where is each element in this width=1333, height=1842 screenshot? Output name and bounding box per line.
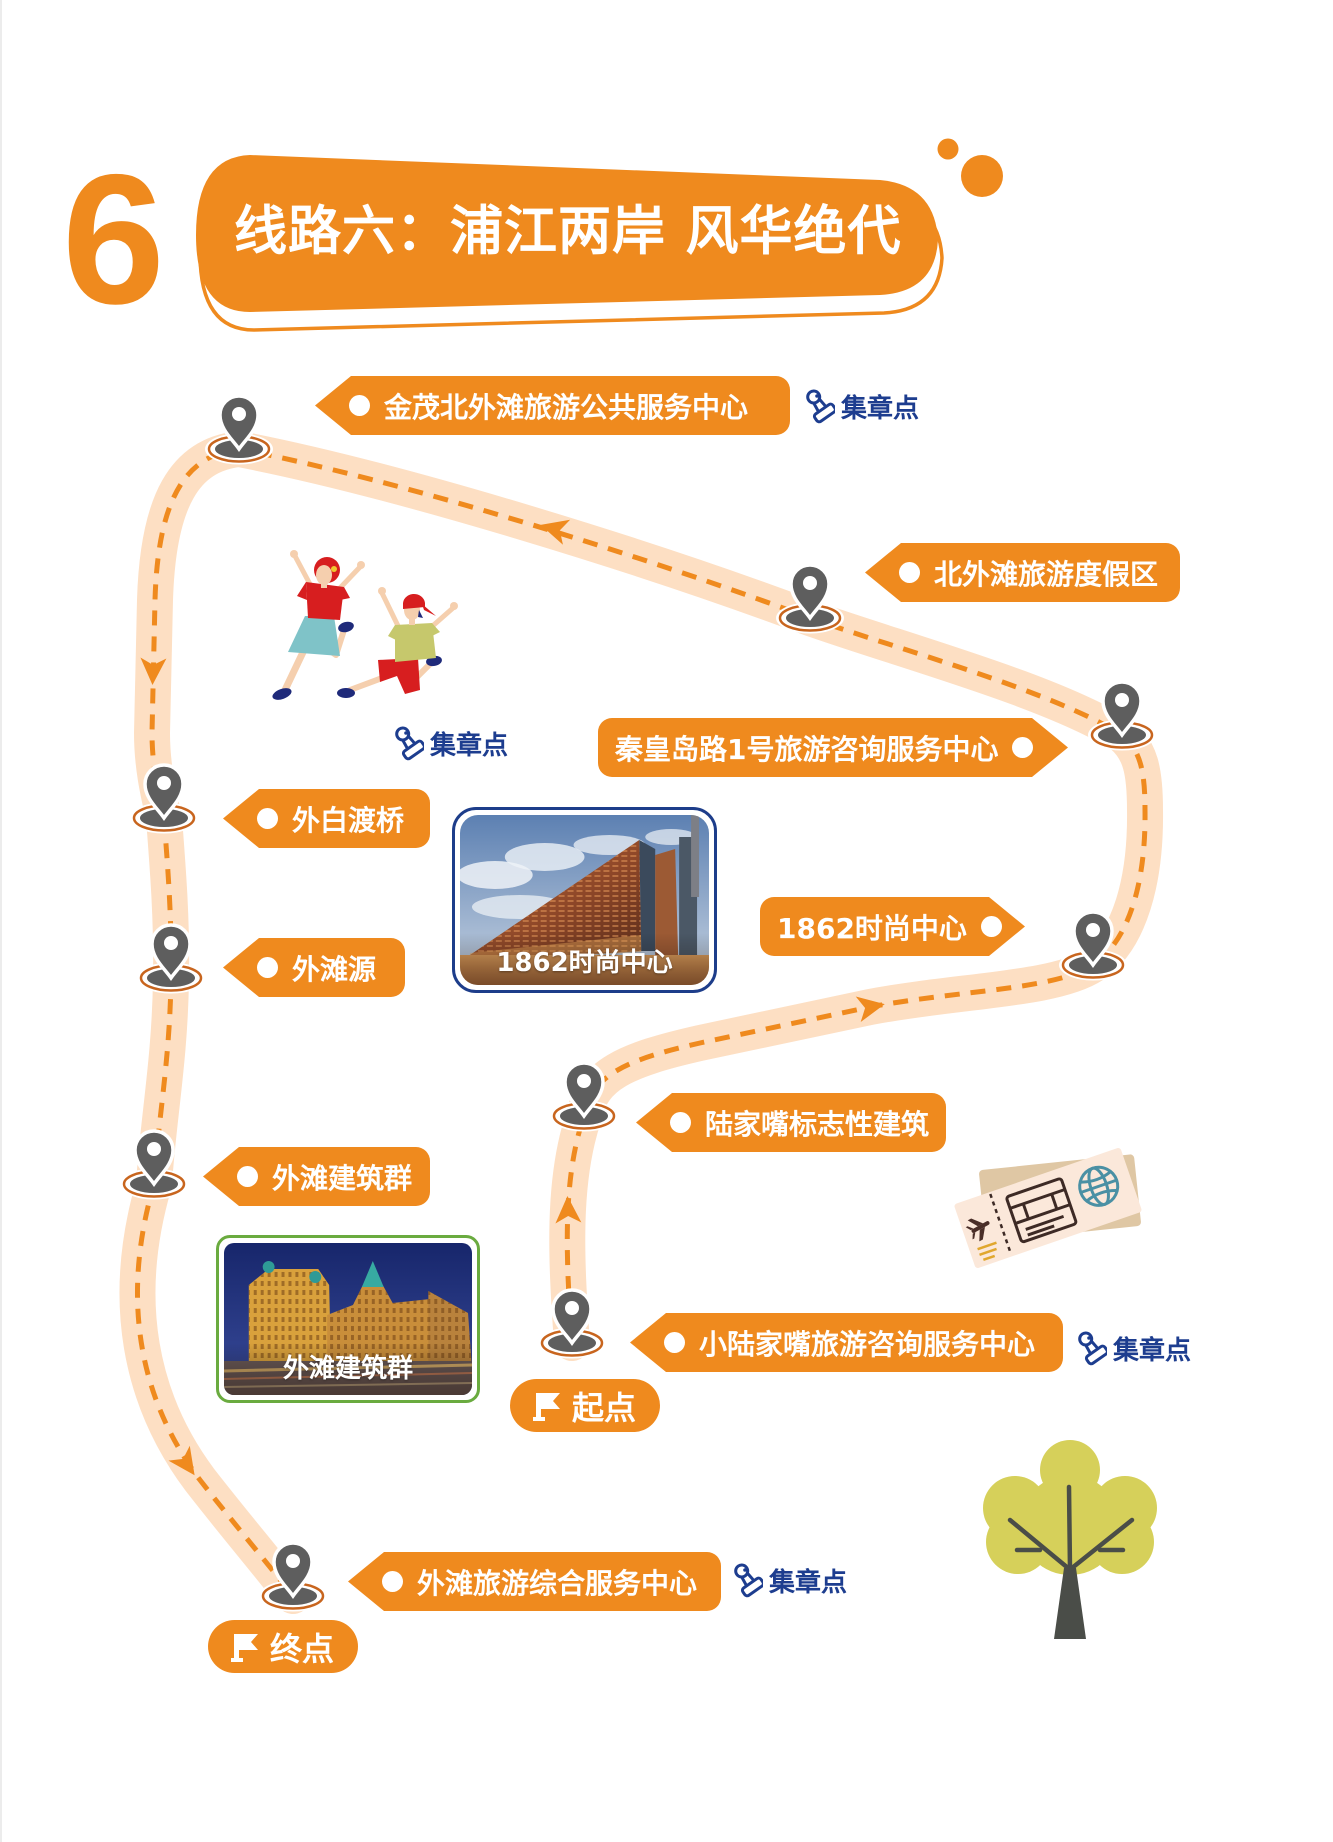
stop-name: 1862时尚中心 (777, 911, 967, 945)
stop-name: 秦皇岛路1号旅游咨询服务中心 (615, 732, 999, 766)
stamp-icon (395, 726, 424, 761)
stop-name: 外滩建筑群 (272, 1161, 413, 1195)
stop-label-beiwaitan: 北外滩旅游度假区 (865, 543, 1180, 602)
stamp-point-badge: 集章点 (394, 722, 508, 764)
plane-ticket-illustration (954, 1148, 1142, 1268)
bullet-dot (1012, 737, 1033, 758)
photo-1862-fashion-center: 1862时尚中心 (452, 807, 717, 993)
stop-label-bund-service-center: 外滩旅游综合服务中心 (348, 1552, 721, 1611)
boy-figure (337, 587, 458, 698)
flag-icon (231, 1633, 258, 1662)
start-marker: 起点 (510, 1379, 660, 1432)
bullet-dot (257, 808, 278, 829)
photo-image: 1862时尚中心 (460, 815, 709, 985)
map-pin-icon (536, 1288, 608, 1361)
stop-name: 外滩源 (292, 952, 377, 986)
end-label: 终点 (270, 1629, 335, 1668)
decor-dot-small (937, 138, 959, 160)
map-pin-icon (118, 1129, 190, 1202)
stop-label-lujiazui-landmarks: 陆家嘴标志性建筑 (636, 1093, 946, 1152)
stop-label-waibaidu-bridge: 外白渡桥 (223, 789, 430, 848)
document-icon (1005, 1177, 1078, 1244)
start-label: 起点 (572, 1388, 637, 1427)
bullet-dot (257, 957, 278, 978)
building-photo-graphic (460, 815, 709, 985)
photo-caption: 外滩建筑群 (282, 1354, 413, 1384)
photo-caption: 1862时尚中心 (496, 948, 673, 978)
bullet-dot (349, 395, 370, 416)
stamp-icon (734, 1563, 763, 1598)
page-edge (0, 0, 2, 1842)
night-buildings-photo-graphic (224, 1243, 472, 1395)
bullet-dot (670, 1112, 691, 1133)
bullet-dot (981, 916, 1002, 937)
flag-icon (533, 1392, 560, 1421)
bullet-dot (899, 562, 920, 583)
bullet-dot (237, 1166, 258, 1187)
map-pin-icon (135, 923, 207, 996)
decor-dot-large (961, 155, 1003, 197)
stop-label-waitanyuan: 外滩源 (223, 938, 405, 997)
stop-label-xiaolujiazui: 小陆家嘴旅游咨询服务中心 (630, 1313, 1063, 1372)
stamp-label: 集章点 (430, 730, 509, 761)
stop-name: 外白渡桥 (292, 803, 405, 837)
tree-illustration (983, 1440, 1157, 1639)
title-banner (196, 155, 938, 312)
stop-label-qinhuangdao-road: 秦皇岛路1号旅游咨询服务中心 (598, 718, 1068, 777)
plane-icon (965, 1218, 990, 1242)
stamp-icon (806, 389, 835, 424)
stamp-label: 集章点 (841, 393, 920, 424)
stamp-label: 集章点 (1113, 1335, 1192, 1366)
stop-name: 金茂北外滩旅游公共服务中心 (384, 390, 749, 424)
globe-icon (1078, 1165, 1120, 1207)
stop-label-1862: 1862时尚中心 (760, 897, 1025, 956)
page-title: 线路六：浦江两岸 风华绝代 (234, 201, 902, 262)
stop-name: 小陆家嘴旅游咨询服务中心 (699, 1327, 1036, 1361)
tree-trunk (1007, 1484, 1135, 1639)
girl-figure (272, 550, 365, 700)
stamp-point-badge: 集章点 (805, 385, 919, 427)
end-marker: 终点 (208, 1620, 358, 1673)
stop-label-bund-buildings: 外滩建筑群 (203, 1147, 430, 1206)
stop-name: 外滩旅游综合服务中心 (417, 1566, 698, 1600)
stop-name: 陆家嘴标志性建筑 (705, 1107, 930, 1141)
bullet-dot (664, 1332, 685, 1353)
route-number: 6 (62, 137, 165, 343)
photo-bund-buildings: 外滩建筑群 (216, 1235, 480, 1403)
photo-image: 外滩建筑群 (224, 1243, 472, 1395)
stop-name: 北外滩旅游度假区 (934, 557, 1159, 591)
stamp-point-badge: 集章点 (733, 1559, 847, 1601)
map-pin-icon (203, 394, 275, 467)
front-ticket (954, 1148, 1142, 1268)
bullet-dot (382, 1571, 403, 1592)
children-illustration (272, 550, 458, 700)
stop-label-jinmao: 金茂北外滩旅游公共服务中心 (315, 376, 790, 435)
stamp-label: 集章点 (769, 1567, 848, 1598)
stamp-point-badge: 集章点 (1077, 1327, 1191, 1369)
stamp-icon (1078, 1331, 1107, 1366)
